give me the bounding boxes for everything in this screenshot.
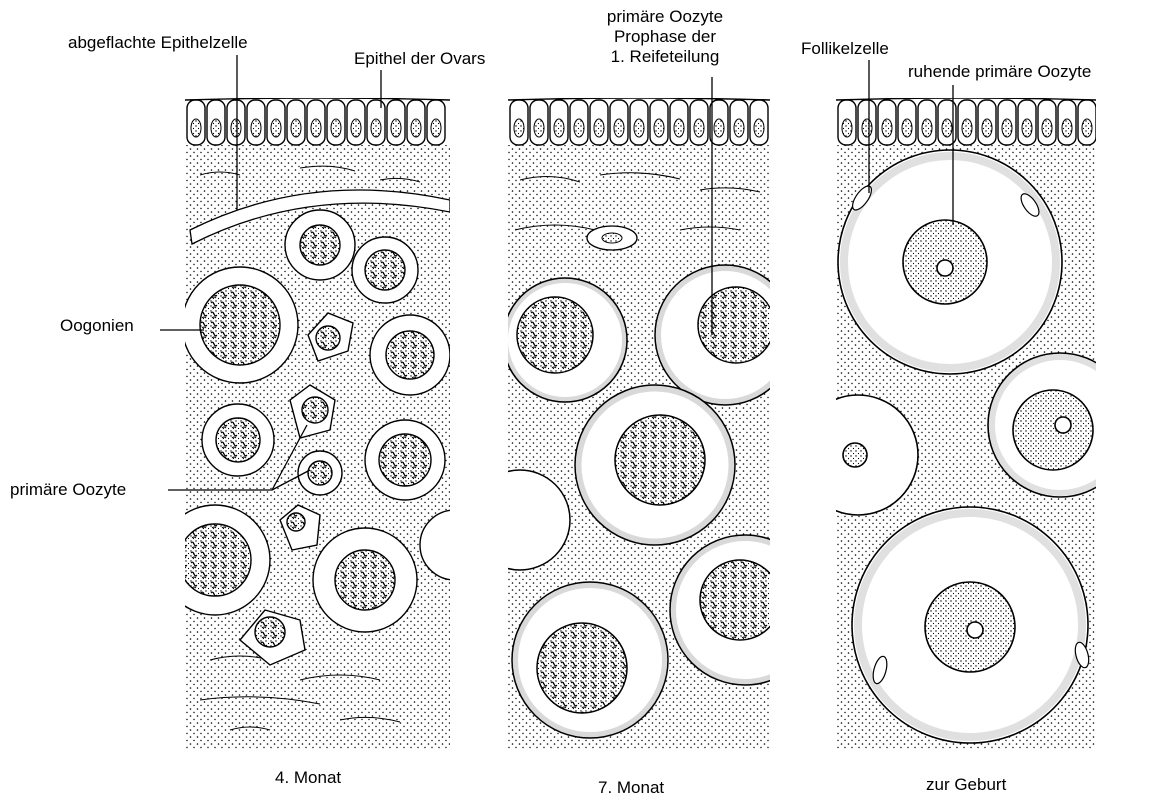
label-epithel-der-ovars: Epithel der Ovars [354,49,485,69]
label-oogonien: Oogonien [60,316,134,336]
label-primaer-line-3: 1. Reifeteilung [590,47,740,67]
label-primaere-oozyte-prophase: primäre Oozyte Prophase der 1. Reifeteil… [590,7,740,67]
label-ruhende-primaere-oozyte: ruhende primäre Oozyte [908,62,1091,82]
panel-7-monat [470,98,820,750]
panel-zur-geburt [798,98,1132,750]
caption-7-monat: 7. Monat [598,778,664,798]
caption-4-monat: 4. Monat [275,768,341,788]
label-primaer-line-2: Prophase der [590,27,740,47]
label-abgeflachte-epithelzelle: abgeflachte Epithelzelle [68,33,248,53]
panel-4-monat [160,98,490,750]
caption-zur-geburt: zur Geburt [926,775,1006,795]
label-follikelzelle: Follikelzelle [801,39,889,59]
label-primaere-oozyte: primäre Oozyte [10,480,126,500]
label-primaer-line-1: primäre Oozyte [590,7,740,27]
